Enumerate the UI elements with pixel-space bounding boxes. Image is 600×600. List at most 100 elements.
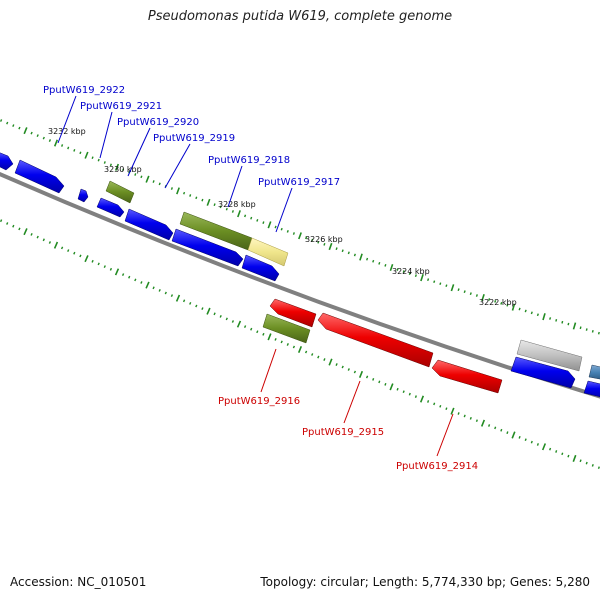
minor-tick xyxy=(30,233,33,236)
minor-tick xyxy=(506,303,509,307)
minor-tick xyxy=(372,378,375,381)
minor-tick xyxy=(518,435,521,439)
feature-label[interactable]: PputW619_2917 xyxy=(258,177,340,188)
gene-box[interactable] xyxy=(262,313,311,344)
major-tick xyxy=(328,358,333,366)
minor-tick xyxy=(103,161,106,164)
cds-arrow[interactable] xyxy=(588,364,600,380)
minor-tick xyxy=(140,175,143,179)
minor-tick xyxy=(286,343,289,346)
tick-label-3232: 3232 kbp xyxy=(48,127,86,136)
major-tick xyxy=(511,431,516,439)
minor-tick xyxy=(323,358,326,361)
major-tick xyxy=(572,454,577,462)
minor-tick xyxy=(567,322,570,326)
major-tick xyxy=(114,268,120,276)
minor-tick xyxy=(12,124,15,127)
cds-arrow[interactable] xyxy=(269,298,317,328)
major-tick xyxy=(206,198,211,206)
gene-box[interactable] xyxy=(516,339,583,372)
cds-arrow[interactable] xyxy=(0,152,14,171)
minor-tick xyxy=(433,280,436,284)
minor-tick xyxy=(494,426,497,430)
feature-label[interactable]: PputW619_2918 xyxy=(208,155,290,166)
minor-tick xyxy=(36,235,39,239)
genome-summary-text: Topology: circular; Length: 5,774,330 bp… xyxy=(260,575,590,589)
major-tick xyxy=(480,419,486,427)
cds-arrow[interactable] xyxy=(510,356,576,389)
cds-arrow[interactable] xyxy=(96,197,125,218)
feature-label[interactable]: PputW619_2919 xyxy=(153,133,235,144)
cds-arrow[interactable] xyxy=(171,228,244,267)
minor-tick xyxy=(97,158,100,162)
cds-arrow[interactable] xyxy=(431,359,503,394)
feature-label[interactable]: PputW619_2920 xyxy=(117,117,199,128)
minor-tick xyxy=(225,207,228,211)
minor-tick xyxy=(591,330,594,333)
feature-label[interactable]: PputW619_2922 xyxy=(43,85,125,96)
minor-tick xyxy=(262,221,265,224)
gene-box[interactable] xyxy=(105,180,135,204)
minor-tick xyxy=(591,464,594,467)
cds-arrow[interactable] xyxy=(14,159,65,194)
minor-tick xyxy=(463,414,466,418)
minor-tick xyxy=(524,438,527,442)
minor-tick xyxy=(73,149,76,152)
minor-tick xyxy=(189,194,192,197)
feature-label[interactable]: PputW619_2914 xyxy=(396,461,478,472)
minor-tick xyxy=(469,416,472,420)
cds-arrow[interactable] xyxy=(317,312,434,368)
minor-tick xyxy=(61,144,64,147)
cds-arrow[interactable] xyxy=(583,380,600,398)
minor-tick xyxy=(256,330,259,334)
feature-label[interactable]: PputW619_2916 xyxy=(218,396,300,407)
feature-label[interactable]: PputW619_2915 xyxy=(302,427,384,438)
minor-tick xyxy=(555,450,558,453)
minor-tick xyxy=(475,294,478,297)
minor-tick xyxy=(384,382,387,386)
minor-tick xyxy=(335,363,338,366)
minor-tick xyxy=(567,454,570,458)
tick-label-3224: 3224 kbp xyxy=(392,267,430,276)
major-tick xyxy=(53,139,59,147)
misc-feature-box[interactable] xyxy=(247,237,289,267)
minor-tick xyxy=(597,466,600,470)
minor-tick xyxy=(597,331,600,335)
minor-tick xyxy=(506,431,509,435)
major-tick xyxy=(572,322,577,330)
minor-tick xyxy=(378,261,381,265)
minor-tick xyxy=(189,302,192,305)
minor-tick xyxy=(353,253,356,257)
major-tick xyxy=(358,370,364,378)
major-tick xyxy=(419,395,425,403)
minor-tick xyxy=(122,168,125,172)
cds-arrow[interactable] xyxy=(124,208,174,241)
tick-label-3226: 3226 kbp xyxy=(305,235,343,244)
minor-tick xyxy=(219,315,222,318)
minor-tick xyxy=(183,191,186,195)
minor-tick xyxy=(439,282,442,286)
minor-tick xyxy=(262,332,265,336)
minor-tick xyxy=(250,327,253,331)
cds-arrow[interactable] xyxy=(241,254,280,282)
minor-tick xyxy=(500,301,503,305)
minor-tick xyxy=(561,320,564,324)
minor-tick xyxy=(585,461,588,465)
tick-label-3230: 3230 kbp xyxy=(104,165,142,174)
major-tick xyxy=(297,345,303,354)
minor-tick xyxy=(42,136,45,140)
minor-tick xyxy=(109,163,112,167)
minor-tick xyxy=(97,262,100,266)
feature-label[interactable]: PputW619_2921 xyxy=(80,101,162,112)
minor-tick xyxy=(244,214,247,218)
minor-tick xyxy=(18,126,21,130)
minor-tick xyxy=(195,196,198,200)
major-tick xyxy=(511,303,516,311)
minor-tick xyxy=(91,156,94,160)
cds-arrow[interactable] xyxy=(77,188,89,203)
major-tick xyxy=(450,407,455,415)
minor-tick xyxy=(457,412,460,415)
minor-tick xyxy=(201,307,204,310)
minor-tick xyxy=(445,284,448,288)
